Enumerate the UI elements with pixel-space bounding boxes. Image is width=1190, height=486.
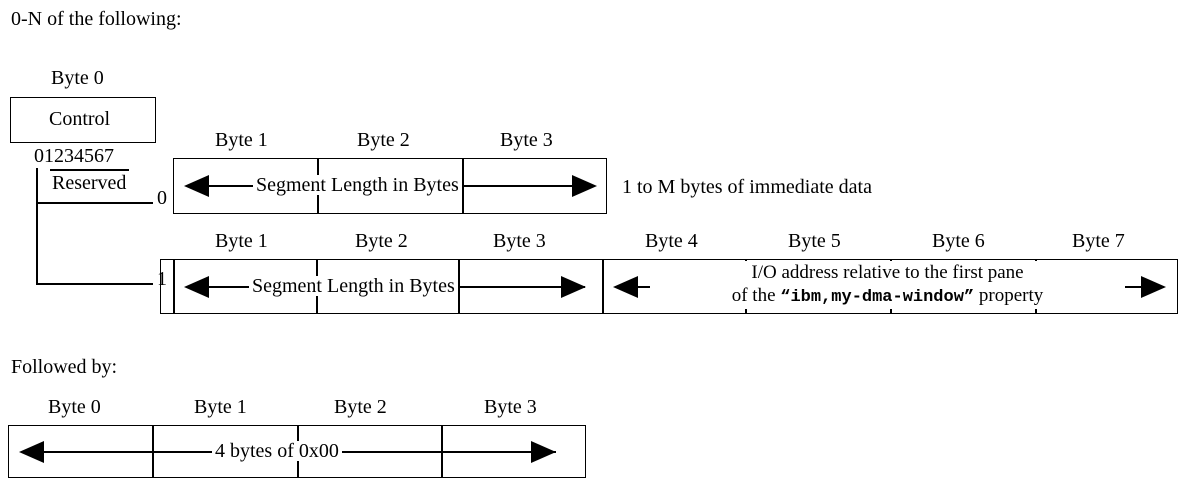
row-dma-address-arrowhead-left [613, 276, 638, 298]
row-trailer-byte-header-1: Byte 1 [194, 396, 247, 418]
row-immediate-side-note: 1 to M bytes of immediate data [622, 176, 872, 198]
row-dma-address-prefix: of the [731, 285, 781, 307]
intro-caption: 0-N of the following: [11, 8, 182, 30]
row-dma-byte-header-5: Byte 5 [788, 230, 841, 252]
bit0-bracket-branch-1 [36, 283, 153, 285]
row-immediate-arrowhead-right [572, 175, 597, 197]
branch-selector-1: 1 [157, 268, 167, 290]
row-dma-property-name: “ibm,my-dma-window” [780, 288, 975, 308]
row-dma-address-span-label: I/O address relative to the first pane o… [650, 261, 1125, 309]
row-dma-address-arrowhead-right [1141, 276, 1166, 298]
reserved-field-label: Reserved [52, 172, 127, 194]
row-dma-length-arrowhead-right [561, 276, 586, 298]
followed-by-caption: Followed by: [11, 356, 118, 378]
reserved-overline [50, 169, 129, 171]
row-trailer-byte-header-0: Byte 0 [48, 396, 101, 418]
row-dma-byte-header-1: Byte 1 [215, 230, 268, 252]
row-trailer-span-label: 4 bytes of 0x00 [212, 441, 342, 461]
row-dma-byte-header-7: Byte 7 [1072, 230, 1125, 252]
row-dma-byte-header-3: Byte 3 [493, 230, 546, 252]
control-byte-header: Byte 0 [51, 67, 104, 89]
control-byte-box [10, 97, 156, 143]
row-immediate-box [173, 158, 607, 214]
row-immediate-byte-header-1: Byte 1 [215, 129, 268, 151]
row-immediate-arrowhead-left [184, 175, 209, 197]
bit0-bracket-stem [36, 168, 38, 285]
row-immediate-byte-header-3: Byte 3 [500, 129, 553, 151]
control-field-label: Control [49, 108, 111, 130]
row-dma-cell-divider-3 [602, 259, 604, 314]
row-dma-length-span-label: Segment Length in Bytes [249, 276, 458, 296]
row-immediate-byte-header-2: Byte 2 [357, 129, 410, 151]
bit0-bracket-branch-0 [36, 202, 153, 204]
row-trailer-arrowhead-right [531, 441, 556, 463]
control-bit-numbers: 01234567 [34, 145, 114, 167]
row-dma-byte-header-4: Byte 4 [645, 230, 698, 252]
row-immediate-span-label: Segment Length in Bytes [253, 175, 462, 195]
row-dma-box [160, 259, 1178, 314]
row-dma-length-arrowhead-left [184, 276, 209, 298]
branch-selector-0: 0 [157, 187, 167, 209]
row-dma-byte-header-2: Byte 2 [355, 230, 408, 252]
row-trailer-byte-header-3: Byte 3 [484, 396, 537, 418]
row-dma-address-suffix: property [974, 285, 1044, 307]
row-dma-byte-header-6: Byte 6 [932, 230, 985, 252]
row-dma-address-line-2: of the “ibm,my-dma-window” property [650, 284, 1125, 309]
row-dma-cell-divider-start [173, 259, 175, 314]
row-trailer-byte-header-2: Byte 2 [334, 396, 387, 418]
row-trailer-arrowhead-left [19, 441, 44, 463]
row-dma-address-line-1: I/O address relative to the first pane [751, 262, 1024, 283]
